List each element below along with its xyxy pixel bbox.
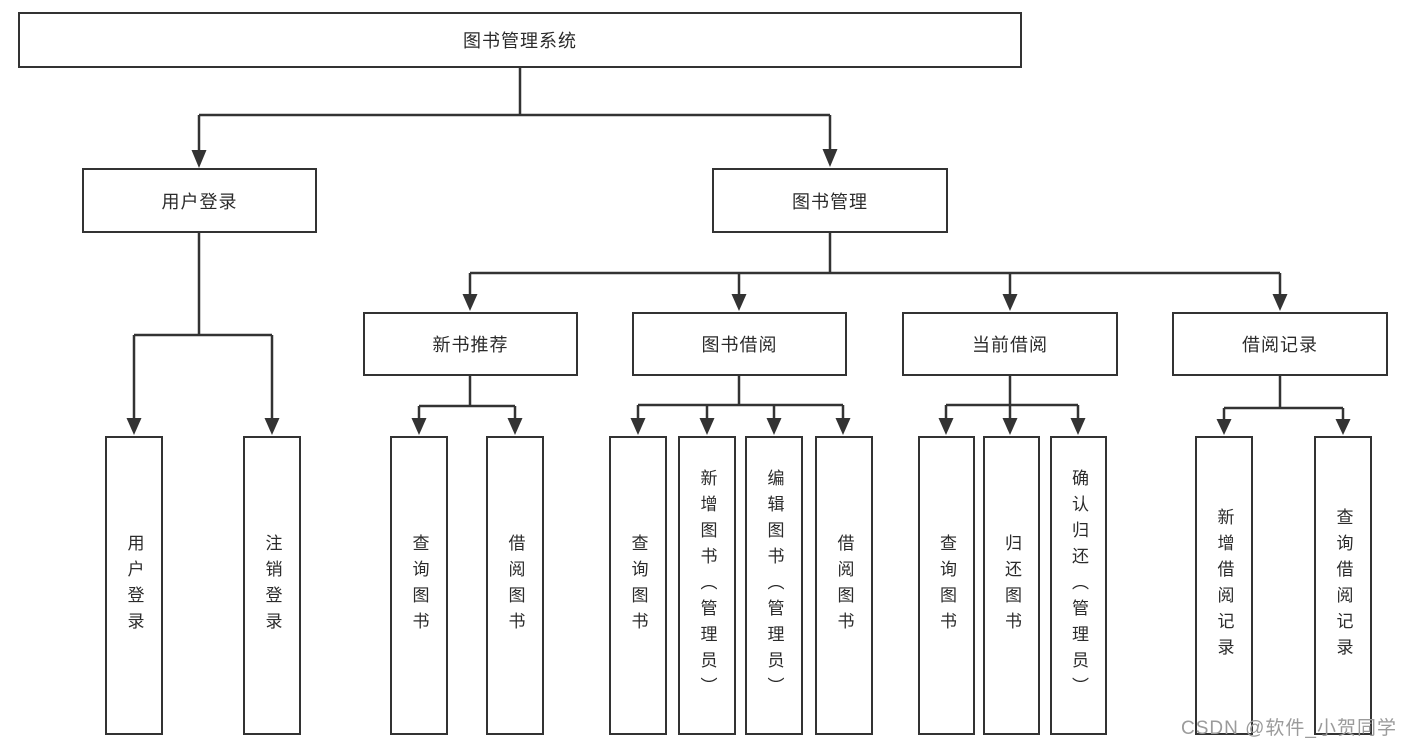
leaf-query-books-2: 查询图书 [609, 436, 667, 735]
node-book-management: 图书管理 [712, 168, 948, 233]
leaf-borrow-books-1-label: 借阅图书 [505, 533, 525, 638]
node-root: 图书管理系统 [18, 12, 1022, 68]
leaf-add-book-admin-label: 新增图书（管理员） [697, 468, 717, 703]
leaf-add-borrow-record-label: 新增借阅记录 [1214, 507, 1234, 664]
leaf-edit-book-admin: 编辑图书（管理员） [745, 436, 803, 735]
node-new-book-recommend: 新书推荐 [363, 312, 578, 376]
leaf-logout-label: 注销登录 [262, 533, 282, 638]
leaf-logout: 注销登录 [243, 436, 301, 735]
leaf-query-borrow-record-label: 查询借阅记录 [1333, 507, 1353, 664]
csdn-watermark: CSDN @软件_小贺同学 [1181, 718, 1397, 739]
leaf-user-login: 用户登录 [105, 436, 163, 735]
leaf-user-login-label: 用户登录 [124, 533, 144, 638]
leaf-confirm-return-admin: 确认归还（管理员） [1050, 436, 1107, 735]
node-current-borrow: 当前借阅 [902, 312, 1118, 376]
node-borrow-records: 借阅记录 [1172, 312, 1388, 376]
node-book-management-label: 图书管理 [792, 191, 868, 212]
leaf-query-books-3-label: 查询图书 [937, 533, 956, 638]
leaf-query-books-1: 查询图书 [390, 436, 448, 735]
leaf-query-books-2-label: 查询图书 [628, 533, 648, 638]
leaf-query-books-1-label: 查询图书 [409, 533, 429, 638]
leaf-confirm-return-admin-label: 确认归还（管理员） [1069, 468, 1088, 703]
leaf-borrow-books-2-label: 借阅图书 [834, 533, 854, 638]
leaf-return-book-label: 归还图书 [1002, 533, 1021, 638]
node-user-login: 用户登录 [82, 168, 317, 233]
node-book-borrow-label: 图书借阅 [701, 335, 778, 355]
leaf-return-book: 归还图书 [983, 436, 1040, 735]
leaf-query-books-3: 查询图书 [918, 436, 975, 735]
node-root-label: 图书管理系统 [463, 31, 577, 51]
leaf-borrow-books-2: 借阅图书 [815, 436, 873, 735]
leaf-borrow-books-1: 借阅图书 [486, 436, 544, 735]
node-user-login-label: 用户登录 [161, 191, 238, 212]
leaf-add-book-admin: 新增图书（管理员） [678, 436, 736, 735]
node-borrow-records-label: 借阅记录 [1242, 335, 1318, 355]
leaf-query-borrow-record: 查询借阅记录 [1314, 436, 1372, 735]
node-new-book-recommend-label: 新书推荐 [432, 335, 509, 355]
node-book-borrow: 图书借阅 [632, 312, 847, 376]
leaf-add-borrow-record: 新增借阅记录 [1195, 436, 1253, 735]
leaf-edit-book-admin-label: 编辑图书（管理员） [764, 468, 784, 703]
node-current-borrow-label: 当前借阅 [972, 335, 1048, 355]
